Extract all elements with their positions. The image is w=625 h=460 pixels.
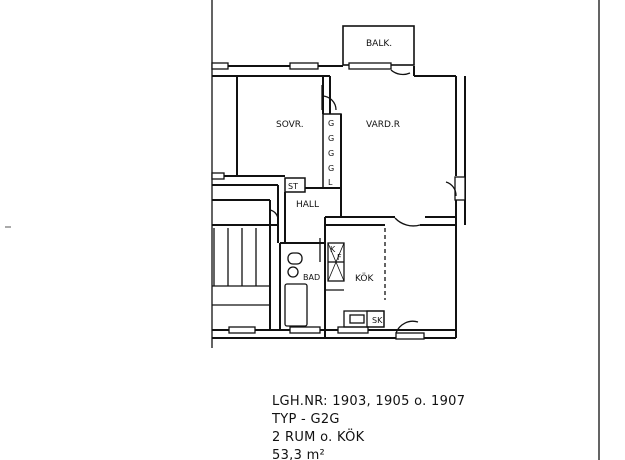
sink-cabinet-label: SK [372,316,383,325]
apartment-numbers: LGH.NR: 1903, 1905 o. 1907 [272,394,465,409]
stairs [212,228,270,306]
toilet [287,266,299,278]
kitchen-label: KÖK [355,273,374,284]
balcony-label: BALK. [366,39,392,49]
fridge-label: K [330,245,336,254]
floor-area: 53,3 m² [272,448,325,460]
bedroom-label: SOVR. [276,120,304,130]
apartment-type: TYP - G2G [271,412,340,427]
fixtures [284,242,385,328]
wardrobe-labels: G G G G L [328,119,334,187]
wardrobe-label: G [328,134,334,143]
washbasin [287,252,303,265]
wardrobe-label: G [328,164,334,173]
wardrobe-label: L [328,178,333,187]
freezer-label: F [337,253,342,262]
storage-label: ST [288,182,298,191]
bath-label: BAD [303,273,320,282]
hall-label: HALL [296,200,319,210]
wardrobe-label: G [328,119,334,128]
doors [269,69,457,334]
windows [211,62,466,340]
living-room-label: VARD.R [366,120,400,130]
bathtub [284,283,308,327]
walls [212,25,466,339]
wardrobe-label: G [328,149,334,158]
room-count: 2 RUM o. KÖK [272,428,365,445]
